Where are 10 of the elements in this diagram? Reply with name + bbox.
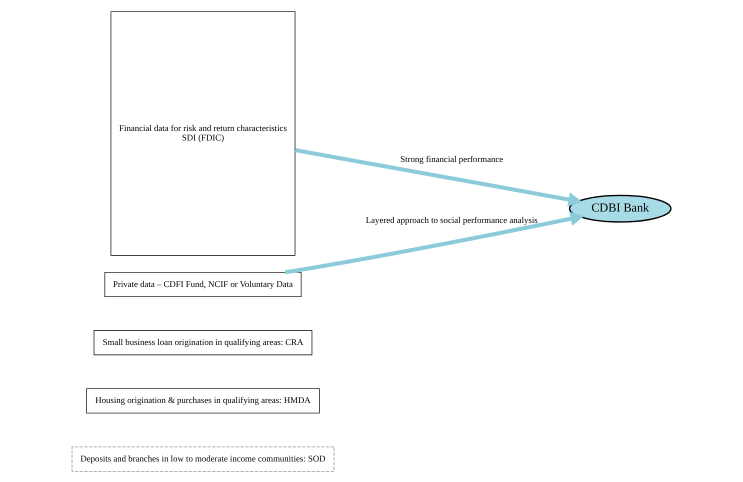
edge-label: Strong financial performance [400, 154, 504, 164]
arrow [294, 148, 582, 206]
node-ellipse: CDBI Bank [568, 194, 672, 222]
node-box: Private data – CDFI Fund, NCIF or Voluntary Data [104, 271, 302, 296]
node-box: Small business loan origination in qualifying areas: CRA [94, 330, 312, 355]
node-box: Housing origination & purchases in qualifying areas: HMDA [86, 388, 320, 413]
arrow [284, 211, 584, 274]
edge-label: Layered approach to social performance analysis [366, 214, 538, 225]
node-box: Deposits and branches in low to moderate income communities: SOD [72, 446, 334, 472]
node-box: Financial data for risk and return characteristics SDI (FDIC) [110, 10, 296, 256]
